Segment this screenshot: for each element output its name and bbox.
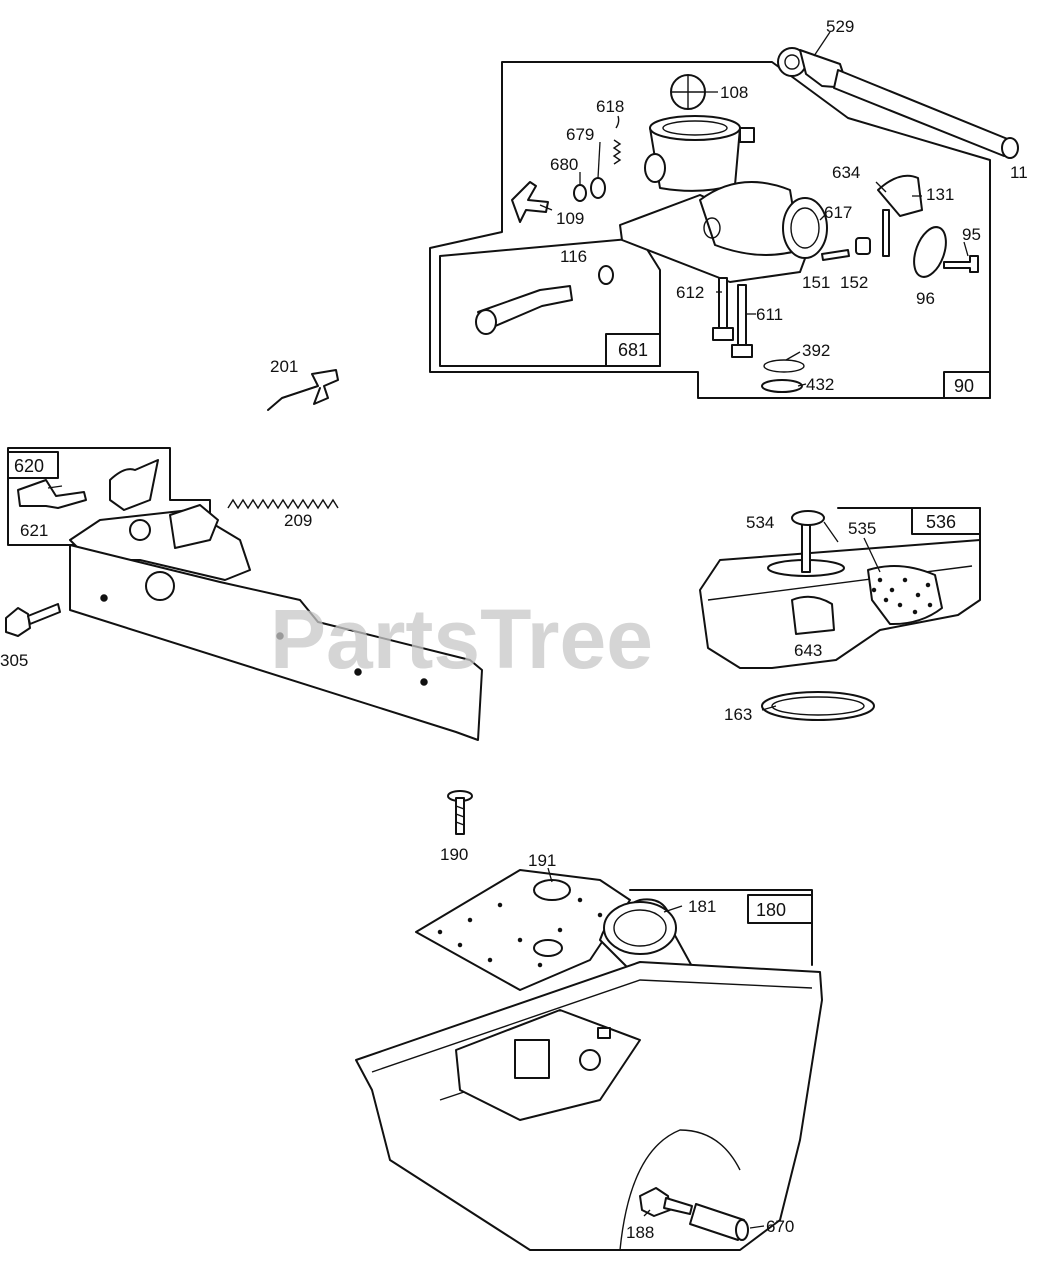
screw-95 [943,255,979,273]
label-188[interactable]: 188 [626,1223,654,1242]
label-190[interactable]: 190 [440,845,468,864]
box-180-outline [629,889,813,966]
label-163[interactable]: 163 [724,705,752,724]
label-131[interactable]: 131 [926,185,954,204]
bolt-305 [5,603,61,637]
governor-parts-634-131 [877,174,923,257]
box-180-frame [747,894,813,924]
label-116[interactable]: 116 [560,247,587,266]
screw-190 [447,790,473,835]
needle-valve-subassembly-outline [439,237,661,367]
label-618[interactable]: 618 [596,97,624,116]
box-label-620[interactable]: 620 [14,456,44,476]
control-bracket-group [5,447,483,741]
label-634[interactable]: 634 [832,163,860,182]
label-209[interactable]: 209 [284,511,312,530]
label-679[interactable]: 679 [566,125,594,144]
box-label-681[interactable]: 681 [618,340,648,360]
choke-plate-108 [670,74,706,110]
choke-shutter-643 [791,595,835,635]
washer-679 [590,177,606,199]
spring-152 [855,237,871,255]
filter-element-535 [867,565,943,626]
box-90-frame [943,371,991,399]
washer-680 [573,184,587,202]
fuel-tank-body [355,961,823,1251]
label-201[interactable]: 201 [270,357,298,376]
label-109[interactable]: 109 [556,209,584,228]
label-11[interactable]: 11 [1010,163,1028,182]
box-681-frame [605,333,661,367]
fuel-line-group [777,47,1019,159]
label-617[interactable]: 617 [824,203,852,222]
label-643[interactable]: 643 [794,641,822,660]
fuel-line-670 [689,1203,745,1241]
needle-valve-116 [475,265,614,335]
label-621[interactable]: 621 [20,521,48,540]
gasket-191 [415,869,631,991]
label-432[interactable]: 432 [806,375,834,394]
carburetor-bolts [712,277,753,358]
label-152[interactable]: 152 [840,273,868,292]
spring-209 [227,498,339,510]
label-612[interactable]: 612 [676,283,704,302]
carburetor-body [619,115,828,283]
ring-392 [763,359,805,373]
label-670[interactable]: 670 [766,1217,794,1236]
part-labels: 529 108 618 679 680 109 634 131 617 11 9… [0,17,1028,1242]
carburetor-assembly-group [429,61,991,399]
label-151[interactable]: 151 [802,273,830,292]
diaphragm-96 [913,226,947,278]
box-label-180[interactable]: 180 [756,900,786,920]
control-plate [69,544,483,741]
box-label-90[interactable]: 90 [954,376,974,396]
label-392[interactable]: 392 [802,341,830,360]
filter-texture [871,577,933,615]
governor-link-201 [267,369,339,411]
label-305[interactable]: 305 [0,651,28,670]
box-536-frame [911,507,981,535]
box-620-frame [7,451,59,479]
ring-432 [761,379,803,393]
leader-lines [47,31,969,1229]
screw-151 [821,249,850,261]
clip-621 [17,479,87,509]
label-181[interactable]: 181 [688,897,716,916]
gasket-163 [761,691,875,721]
throttle-lever-109 [511,181,549,223]
label-108[interactable]: 108 [720,83,748,102]
box-labels: 681 90 620 536 180 [14,340,974,920]
label-611[interactable]: 611 [756,305,783,324]
label-191[interactable]: 191 [528,851,556,870]
label-535[interactable]: 535 [848,519,876,538]
gasket-texture [437,897,603,968]
watermark-text: PartsTree [270,592,653,686]
box-620-outline [7,447,211,546]
carburetor-assembly-outline [429,61,991,399]
label-534[interactable]: 534 [746,513,774,532]
wing-nut-534 [791,510,825,526]
air-cleaner-group [699,507,981,721]
label-680[interactable]: 680 [550,155,578,174]
label-96[interactable]: 96 [916,289,935,308]
label-529[interactable]: 529 [826,17,854,36]
spring-618 [612,115,622,165]
box-label-536[interactable]: 536 [926,512,956,532]
fuel-tank-group [355,869,823,1251]
label-95[interactable]: 95 [962,225,981,244]
